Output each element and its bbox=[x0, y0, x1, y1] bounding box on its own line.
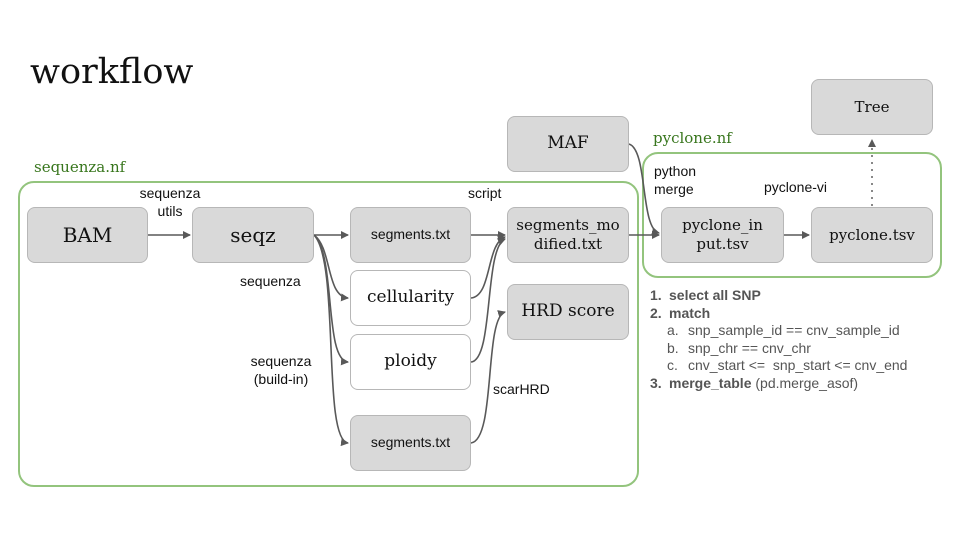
node-segments-txt-1: segments.txt bbox=[350, 207, 471, 263]
notes-item-bold: merge_table bbox=[669, 374, 752, 391]
notes-item-bold: match bbox=[669, 304, 711, 321]
notes-item-number: c. bbox=[667, 357, 678, 373]
edge-seqz-segments2 bbox=[313, 234, 349, 447]
notes-item-text: (pd.merge_asof) bbox=[751, 374, 859, 391]
notes-item: c. cnv_start <= snp_start <= cnv_end bbox=[650, 357, 907, 375]
sequenza-group bbox=[18, 181, 639, 487]
notes-item-bold: select all SNP bbox=[669, 287, 761, 303]
notes-item-number: 3. bbox=[650, 374, 662, 391]
notes-item: 2. match bbox=[650, 305, 907, 323]
label-sequenza-utils: sequenza utils bbox=[139, 185, 201, 220]
pyclone-group-label: pyclone.nf bbox=[653, 129, 732, 147]
node-pyclone-tsv: pyclone.tsv bbox=[811, 207, 933, 263]
page-title: workflow bbox=[30, 52, 194, 92]
notes-item-text: cnv_start <= snp_start <= cnv_end bbox=[688, 357, 908, 373]
notes-item-number: a. bbox=[667, 322, 679, 338]
sequenza-group-label: sequenza.nf bbox=[34, 158, 126, 176]
node-segments-txt-2: segments.txt bbox=[350, 415, 471, 471]
node-cellularity: cellularity bbox=[350, 270, 471, 326]
notes-item-text: snp_sample_id == cnv_sample_id bbox=[688, 322, 900, 338]
node-pyclone-input: pyclone_input.tsv bbox=[661, 207, 784, 263]
notes-item-number: 1. bbox=[650, 287, 662, 303]
node-maf: MAF bbox=[507, 116, 629, 172]
notes-item-number: b. bbox=[667, 339, 679, 356]
label-python-merge: python merge bbox=[654, 163, 697, 198]
notes-item: 1. select all SNP bbox=[650, 287, 907, 305]
notes-item: b. snp_chr == cnv_chr bbox=[650, 340, 907, 358]
notes-item: a. snp_sample_id == cnv_sample_id bbox=[650, 322, 907, 340]
node-tree: Tree bbox=[811, 79, 933, 135]
edge-ploidy-modified bbox=[470, 238, 506, 363]
node-seqz: seqz bbox=[192, 207, 314, 263]
notes-item-number: 2. bbox=[650, 304, 662, 321]
node-ploidy: ploidy bbox=[350, 334, 471, 390]
label-script: script bbox=[468, 185, 502, 201]
node-segments-modified: segments_modified.txt bbox=[507, 207, 629, 263]
label-scarhrd: scarHRD bbox=[493, 381, 550, 397]
edge-cellularity-modified bbox=[470, 235, 506, 299]
pyclone-group bbox=[642, 152, 942, 278]
node-hrd-score: HRD score bbox=[507, 284, 629, 340]
notes-item: 3. merge_table (pd.merge_asof) bbox=[650, 375, 907, 393]
edge-maf-pyclone-input bbox=[628, 143, 660, 236]
label-pyclone-vi: pyclone-vi bbox=[764, 179, 828, 195]
label-sequenza: sequenza bbox=[240, 273, 301, 289]
label-sequenza-buildin: sequenza (build-in) bbox=[250, 353, 312, 388]
edge-segments2-hrd bbox=[470, 310, 506, 444]
notes-item-text: snp_chr == cnv_chr bbox=[688, 339, 811, 356]
node-bam: BAM bbox=[27, 207, 148, 263]
